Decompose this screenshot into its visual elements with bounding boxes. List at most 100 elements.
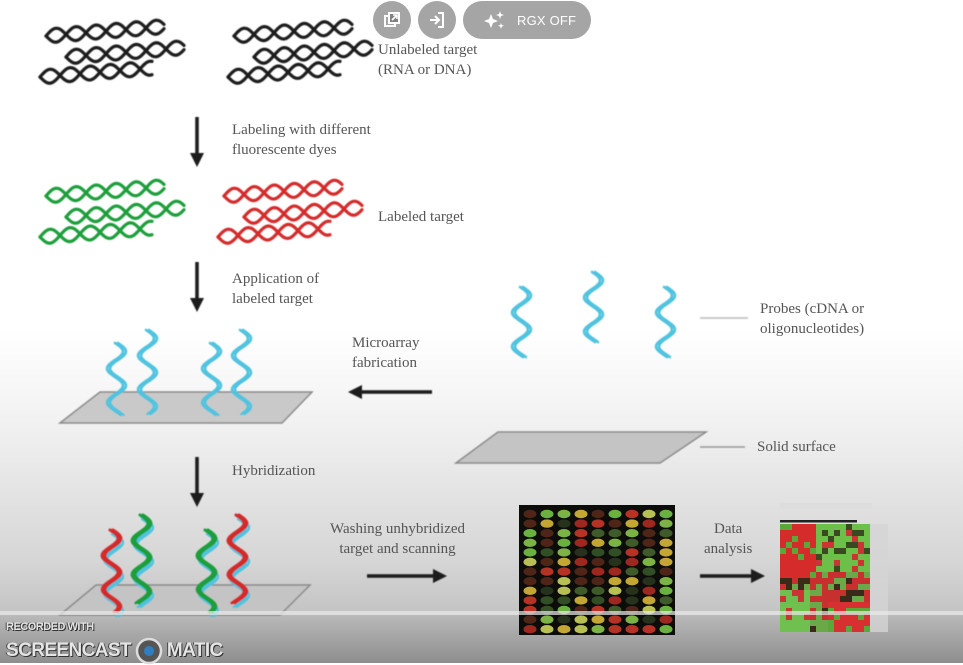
label-labeled-target: Labeled target: [378, 209, 464, 225]
heatmap-cell: [828, 578, 834, 584]
microarray-spot: [591, 538, 605, 547]
microarray-spot: [557, 596, 571, 605]
microarray-spot: [540, 509, 554, 519]
microarray-spot: [540, 557, 554, 567]
microarray-spot: [659, 625, 673, 634]
heatmap-cell: [846, 530, 852, 536]
heatmap-cell: [846, 524, 852, 530]
heatmap-cell: [816, 548, 822, 554]
heatmap-cell: [810, 560, 816, 566]
heatmap-cell: [852, 578, 858, 584]
heatmap-cell: [852, 560, 858, 566]
heatmap-dendrogram-bar: [780, 520, 857, 523]
label-fabrication-line1: Microarray: [352, 335, 420, 351]
heatmap-cell: [810, 584, 816, 590]
heatmap-cell: [780, 590, 786, 596]
heatmap-cell: [864, 620, 870, 626]
heatmap-cell: [858, 554, 864, 560]
heatmap-cell: [840, 602, 846, 608]
watermark-matic: MATIC: [166, 640, 223, 661]
heatmap-cell: [864, 590, 870, 596]
heatmap-cell: [834, 560, 840, 566]
microarray-spot: [574, 538, 588, 547]
heatmap-cell: [846, 620, 852, 626]
heatmap-cell: [828, 572, 834, 578]
heatmap-cell: [786, 626, 792, 632]
heatmap-cell: [798, 560, 804, 566]
scanned-microarray-image: [519, 505, 675, 635]
label-probes: Probes (cDNA or oligonucleotides): [760, 299, 864, 339]
probe-strand: [139, 328, 159, 416]
heatmap-cell: [864, 578, 870, 584]
microarray-spot: [625, 596, 639, 605]
label-unlabeled-target-line2: (RNA or DNA): [378, 62, 472, 78]
label-labeling-line2: fluorescente dyes: [232, 142, 337, 158]
heatmap-cell: [846, 596, 852, 602]
heatmap-cell: [852, 566, 858, 572]
microarray-spot: [608, 519, 622, 528]
microarray-spot: [625, 577, 639, 586]
microarray-spot: [659, 577, 673, 586]
heatmap-cell: [840, 596, 846, 602]
unlabeled-target-strands-right: [226, 18, 374, 85]
microarray-spot: [608, 615, 622, 624]
heatmap-cell: [810, 620, 816, 626]
heatmap-cell: [840, 578, 846, 584]
heatmap-cell: [834, 596, 840, 602]
heatmap-cell: [816, 584, 822, 590]
microarray-spot: [625, 615, 639, 624]
microarray-spot: [574, 509, 588, 519]
heatmap-cell: [840, 626, 846, 632]
microarray-spot: [659, 596, 673, 605]
target-strand: [64, 201, 186, 224]
heatmap-cell: [858, 602, 864, 608]
heatmap-cell: [798, 596, 804, 602]
heatmap-cell: [852, 542, 858, 548]
microarray-spot: [625, 529, 639, 538]
heatmap-cell: [834, 542, 840, 548]
microarray-spot: [625, 538, 639, 547]
rgx-toggle-button[interactable]: RGX OFF: [463, 1, 591, 39]
heatmap-cell: [804, 590, 810, 596]
heatmap-cell: [804, 596, 810, 602]
heatmap-cell: [828, 590, 834, 596]
label-application-line1: Application of: [232, 271, 320, 287]
heatmap-cell: [852, 548, 858, 554]
heatmap-cell: [816, 620, 822, 626]
microarray-spot: [574, 596, 588, 605]
heatmap-cell: [858, 596, 864, 602]
heatmap-cell: [858, 614, 864, 620]
enter-button[interactable]: [418, 1, 456, 39]
microarray-spot: [574, 615, 588, 624]
microarray-spot: [642, 557, 656, 567]
heatmap-cell: [858, 524, 864, 530]
microarray-spot: [642, 567, 656, 576]
microarray-spot: [591, 586, 605, 595]
heatmap-cell: [828, 584, 834, 590]
microarray-spot: [608, 548, 622, 557]
heatmap-cell: [816, 560, 822, 566]
heatmap-cell: [864, 548, 870, 554]
microarray-spot: [659, 529, 673, 538]
watermark-screencast: SCREENCAST: [6, 640, 132, 661]
heatmap-cell: [834, 578, 840, 584]
heatmap-cell: [786, 548, 792, 554]
heatmap-cell: [852, 536, 858, 542]
popout-button[interactable]: [373, 1, 411, 39]
microarray-slide: [57, 391, 314, 424]
heatmap-cell: [864, 524, 870, 530]
heatmap-cell: [822, 602, 828, 608]
heatmap-cell: [780, 602, 786, 608]
target-strand: [38, 219, 154, 245]
probe-strand: [654, 285, 674, 359]
heatmap-cell: [780, 578, 786, 584]
microarray-spot: [659, 615, 673, 624]
label-washing: Washing unhybridized target and scanning: [330, 519, 465, 559]
heatmap-cell: [792, 626, 798, 632]
heatmap-cell: [834, 536, 840, 542]
heatmap-cell: [780, 626, 786, 632]
heatmap-cell: [852, 620, 858, 626]
heatmap-header: [780, 503, 872, 509]
heatmap-cell: [816, 554, 822, 560]
heatmap-cell: [852, 524, 858, 530]
